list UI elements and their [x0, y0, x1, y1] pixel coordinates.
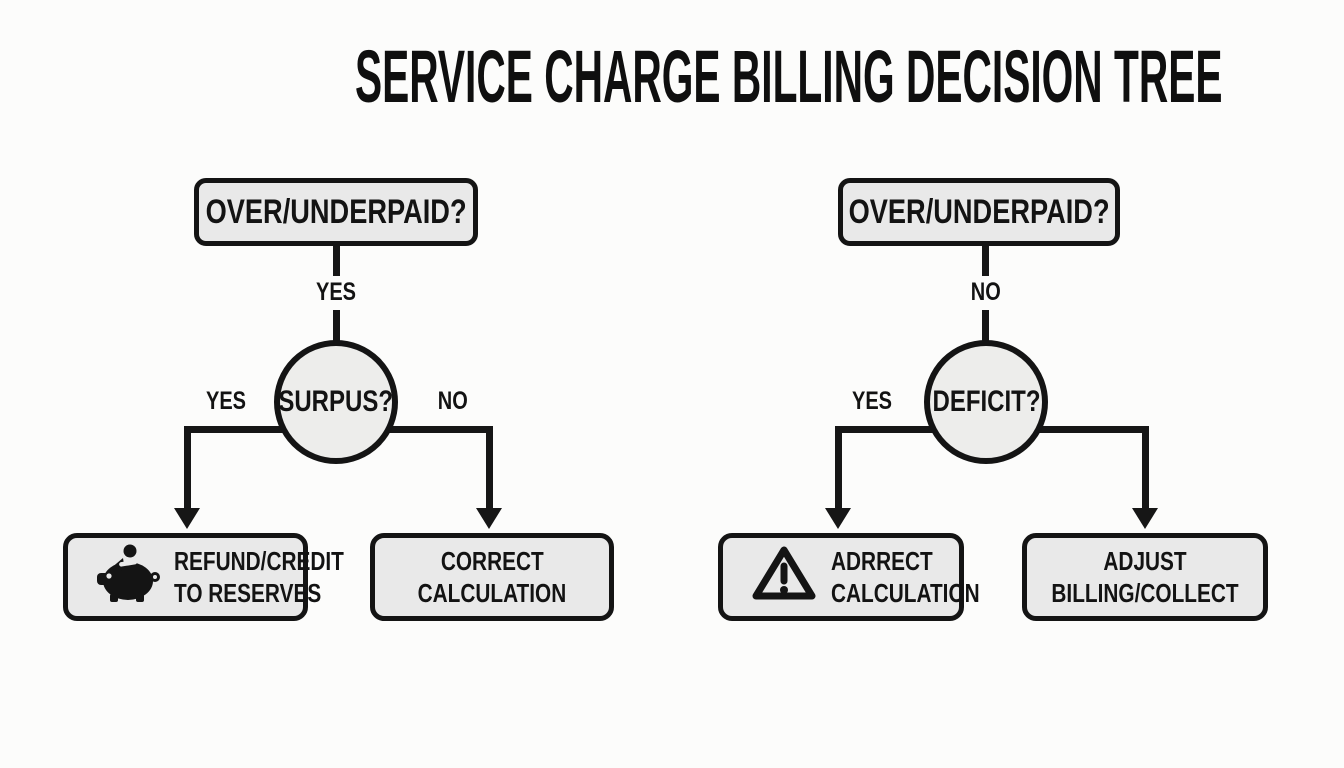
right-branch-yes-label: YES: [851, 387, 893, 415]
left-leaf-refund-reserves: REFUND/CREDIT TO RESERVES: [63, 533, 344, 621]
left-decision-label: SURPUS?: [278, 385, 394, 418]
leaf-line: REFUND/CREDIT: [174, 545, 344, 576]
left-root-branch-label: YES: [315, 278, 357, 306]
right-leaf-adrrect-calculation: ADRRECT CALCULATION: [718, 533, 980, 621]
leaf-line: BILLING/COLLECT: [1051, 578, 1239, 608]
leaf-line: CALCULATION: [831, 578, 980, 608]
left-root-label: OVER/UNDERPAID?: [205, 192, 467, 231]
leaf-line: CORRECT: [440, 545, 544, 576]
page-title-wrap: SERVICE CHARGE BILLING DECISION TREE: [0, 40, 1344, 114]
left-arrow-no: [476, 508, 502, 529]
right-root-node: OVER/UNDERPAID?: [838, 178, 1120, 246]
warning-triangle-icon: [751, 543, 817, 611]
right-root-label: OVER/UNDERPAID?: [848, 192, 1110, 231]
left-arrow-yes: [174, 508, 200, 529]
left-root-node: OVER/UNDERPAID?: [194, 178, 478, 246]
left-branch-drop-no: [486, 426, 493, 510]
right-root-connector-bottom: [982, 310, 989, 344]
left-root-connector-bottom: [333, 310, 340, 344]
left-branch-no-label: NO: [438, 387, 468, 415]
right-arrow-yes: [825, 508, 851, 529]
right-decision-node: DEFICIT?: [924, 340, 1048, 464]
right-branch-drop-no: [1142, 426, 1149, 510]
right-root-branch-label: NO: [971, 278, 1001, 306]
left-root-connector-top: [333, 246, 340, 276]
leaf-line: CALCULATION: [417, 578, 567, 608]
leaf-line: TO RESERVES: [174, 578, 322, 608]
page-title: SERVICE CHARGE BILLING DECISION TREE: [354, 35, 1223, 118]
right-root-connector-top: [982, 246, 989, 276]
left-leaf-correct-calculation: CORRECT CALCULATION: [370, 533, 614, 621]
right-decision-label: DEFICIT?: [932, 385, 1040, 418]
right-branch-drop-yes: [835, 426, 842, 510]
piggy-bank-icon: [96, 543, 160, 611]
leaf-line: ADRRECT: [831, 545, 933, 576]
left-branch-yes-label: YES: [205, 387, 247, 415]
left-decision-node: SURPUS?: [274, 340, 398, 464]
leaf-line: ADJUST: [1103, 545, 1187, 576]
right-leaf-adjust-billing: ADJUST BILLING/COLLECT: [1022, 533, 1268, 621]
right-arrow-no: [1132, 508, 1158, 529]
left-branch-drop-yes: [184, 426, 191, 510]
